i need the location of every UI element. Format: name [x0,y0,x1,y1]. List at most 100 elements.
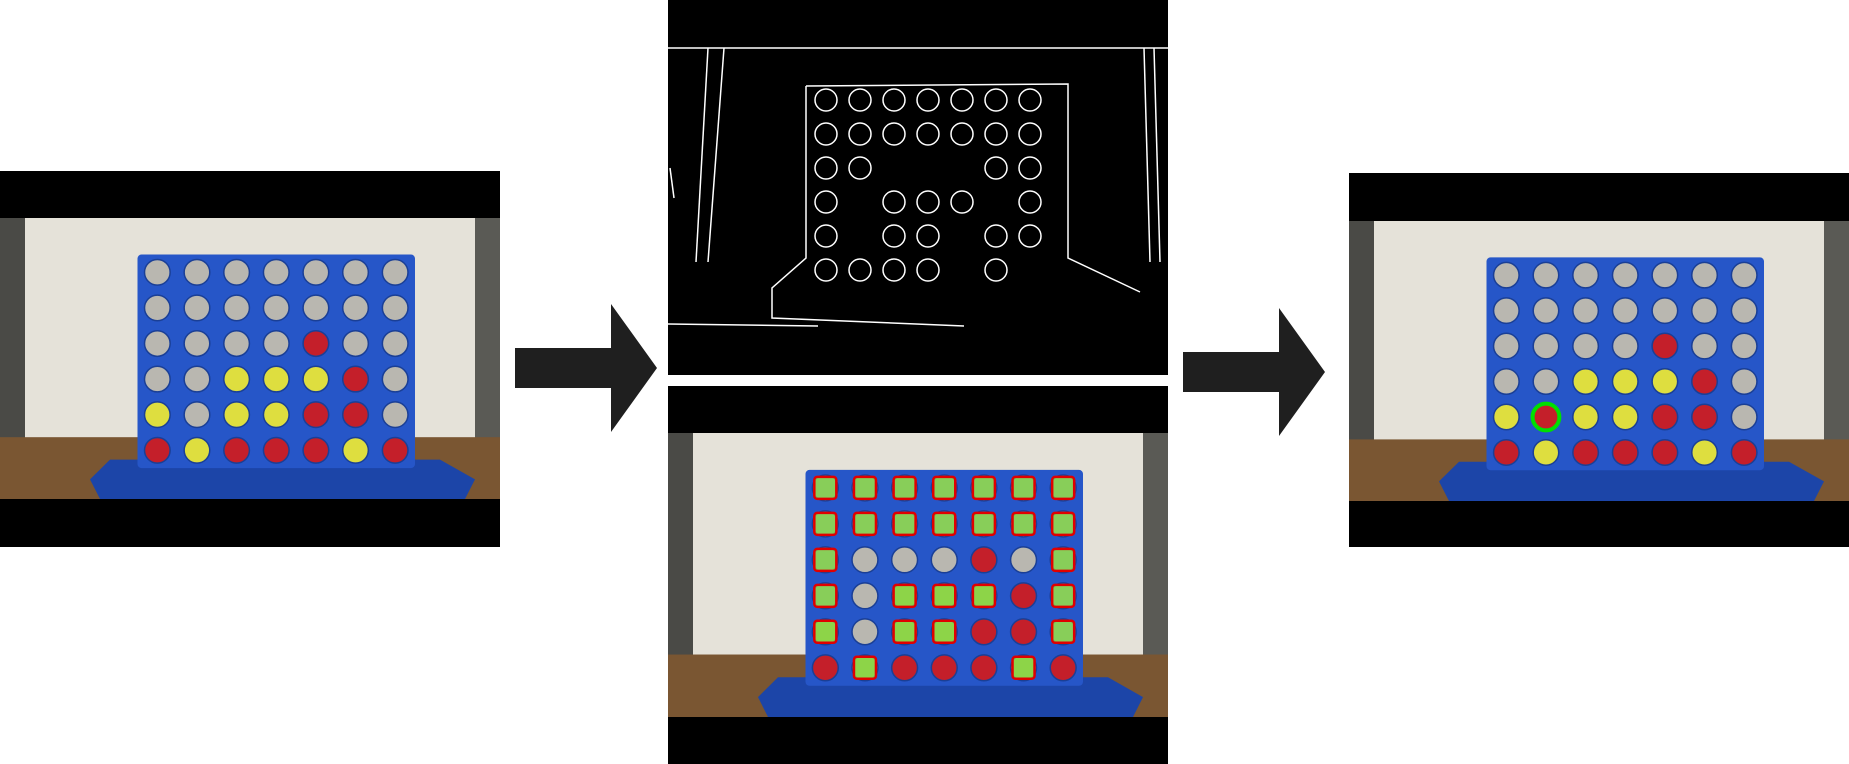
board-cell-r0-c5 [1691,261,1719,289]
board-tray [90,459,475,499]
board-cell-r4-c5 [341,401,370,429]
edge-left-mark [669,167,675,199]
board-cell-r1-c4 [302,294,330,322]
detection-box-r4-c2 [892,619,917,645]
board-cell-r3-c3 [262,365,290,393]
detection-box-r1-c3 [931,511,957,537]
edge-circle-r1-c3 [916,122,940,146]
edge-left-line [695,47,709,263]
edge-detection-panel [668,0,1168,375]
edge-left-inner-line [707,47,725,263]
board-cell-r4-c5 [1691,403,1719,431]
board-cell-r0-c3 [262,258,290,286]
board-cell-r0-c2 [223,258,251,286]
edge-circle-r3-c4 [950,190,974,214]
board-cell-r2-c3 [1611,332,1639,360]
board-cell-r2-c3 [262,329,290,358]
board-cell-r2-c3 [930,546,958,574]
detection-box-r5-c1 [852,655,878,681]
board-cell-r2-c5 [341,329,370,358]
edge-circle-r2-c0 [814,156,838,180]
board-cell-r4-c1 [183,401,211,429]
board-cell-r0-c0 [143,258,171,286]
detection-box-r1-c2 [892,511,917,537]
input-frame-panel [0,171,500,547]
cell-detection-panel [668,386,1168,764]
edge-circle-r5-c1 [848,258,872,282]
board-cell-r2-c1 [1532,332,1560,360]
edge-circle-r4-c2 [882,224,906,248]
board-cell-r3-c5 [1691,368,1719,396]
detection-box-r3-c4 [971,583,997,609]
edge-circle-r3-c0 [814,190,838,214]
board-cell-r1-c4 [1651,297,1679,325]
board-cell-r2-c1 [851,546,879,574]
board-cell-r2-c0 [1492,332,1520,360]
board-cell-r1-c2 [223,294,251,322]
input-frame-image [0,171,500,547]
board-cell-r5-c6 [1049,654,1077,682]
board-cell-r0-c1 [1532,261,1560,289]
board-cell-r2-c2 [223,329,251,358]
edge-circle-r0-c3 [916,88,940,112]
detection-box-r1-c5 [1011,511,1036,537]
board-cell-r5-c0 [811,654,840,682]
board-tray [1439,461,1824,501]
board-cell-r4-c3 [1611,403,1639,431]
edge-bottom-line [668,323,819,327]
board-cell-r5-c2 [1572,438,1600,466]
edge-circle-r1-c5 [984,122,1008,146]
board-cell-r5-c3 [930,654,958,682]
edge-circle-r1-c0 [814,122,838,146]
move-highlight-image [1349,173,1849,547]
board-cell-r3-c2 [1572,368,1600,396]
board-cell-r3-c4 [302,365,330,393]
cell-detection-image [668,386,1168,764]
detection-box-r3-c3 [931,583,957,609]
detection-box-r3-c6 [1050,583,1076,609]
edge-circle-r1-c1 [848,122,872,146]
board-cell-r1-c6 [1730,297,1758,325]
edge-circle-r1-c4 [950,122,974,146]
board-cell-r3-c2 [223,365,251,393]
board-cell-r3-c0 [143,365,171,393]
board-cell-r3-c5 [1009,582,1038,610]
detection-box-r1-c4 [971,511,997,537]
detection-box-r4-c3 [931,619,957,645]
board-cell-r5-c5 [341,436,370,464]
board-cell-r1-c0 [143,294,171,322]
board-tray [758,677,1143,717]
detection-box-r1-c1 [852,511,878,537]
detection-box-r0-c6 [1050,475,1076,501]
board-cell-r1-c1 [183,294,211,322]
detection-box-r5-c5 [1011,655,1036,681]
new-move-highlight-ring [1530,401,1562,433]
move-highlight-panel [1349,173,1849,547]
board-cell-r5-c3 [262,436,290,464]
board-cell-r1-c6 [381,294,409,322]
edge-circle-r0-c4 [950,88,974,112]
game-board [805,469,1083,686]
edge-circle-r5-c3 [916,258,940,282]
detection-box-r0-c0 [813,475,838,501]
edge-circle-r5-c5 [984,258,1008,282]
game-board [1486,257,1764,471]
board-cell-r2-c4 [1651,332,1679,360]
board-cell-r3-c5 [341,365,370,393]
board-cell-r5-c0 [143,436,171,464]
board-cell-r4-c2 [1572,403,1600,431]
board-cell-r2-c0 [143,329,171,358]
board-cell-r4-c6 [1730,403,1758,431]
board-cell-r4-c3 [262,401,290,429]
board-cell-r0-c4 [1651,261,1679,289]
edge-circle-r4-c0 [814,224,838,248]
board-cell-r3-c0 [1492,368,1520,396]
detection-box-r1-c6 [1050,511,1076,537]
edge-circle-r3-c3 [916,190,940,214]
edge-board-right [805,83,1141,293]
edge-circle-r4-c6 [1018,224,1042,248]
edge-circle-r2-c5 [984,156,1008,180]
board-cell-r2-c5 [1691,332,1719,360]
board-cell-r5-c4 [302,436,330,464]
